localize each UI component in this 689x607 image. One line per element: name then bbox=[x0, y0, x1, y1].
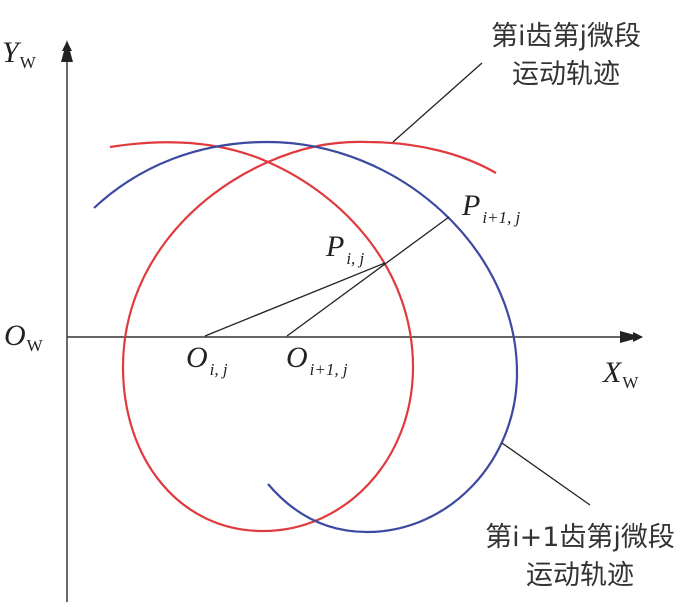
radius-line-i bbox=[204, 262, 386, 337]
x-axis-label: XW bbox=[602, 356, 639, 392]
y-axis-label: YW bbox=[2, 36, 37, 72]
radius-line-i1 bbox=[286, 216, 450, 337]
leader-line-tooth-i bbox=[392, 62, 483, 143]
y-axis-arrow bbox=[61, 40, 73, 62]
tooth-i-annotation-line2: 运动轨迹 bbox=[512, 59, 620, 90]
tooth-i1-annotation-line2: 运动轨迹 bbox=[526, 560, 634, 591]
x-axis-arrow bbox=[620, 331, 642, 343]
tooth-i1-annotation-line1: 第i+1齿第j微段 bbox=[485, 522, 675, 553]
tooth-i1-trajectory bbox=[93, 140, 519, 534]
origin-label: OW bbox=[4, 319, 44, 355]
leader-line-tooth-i1 bbox=[501, 442, 591, 506]
tooth-i-annotation-line1: 第i齿第j微段 bbox=[491, 21, 641, 52]
tooth-i-trajectory bbox=[109, 140, 497, 533]
